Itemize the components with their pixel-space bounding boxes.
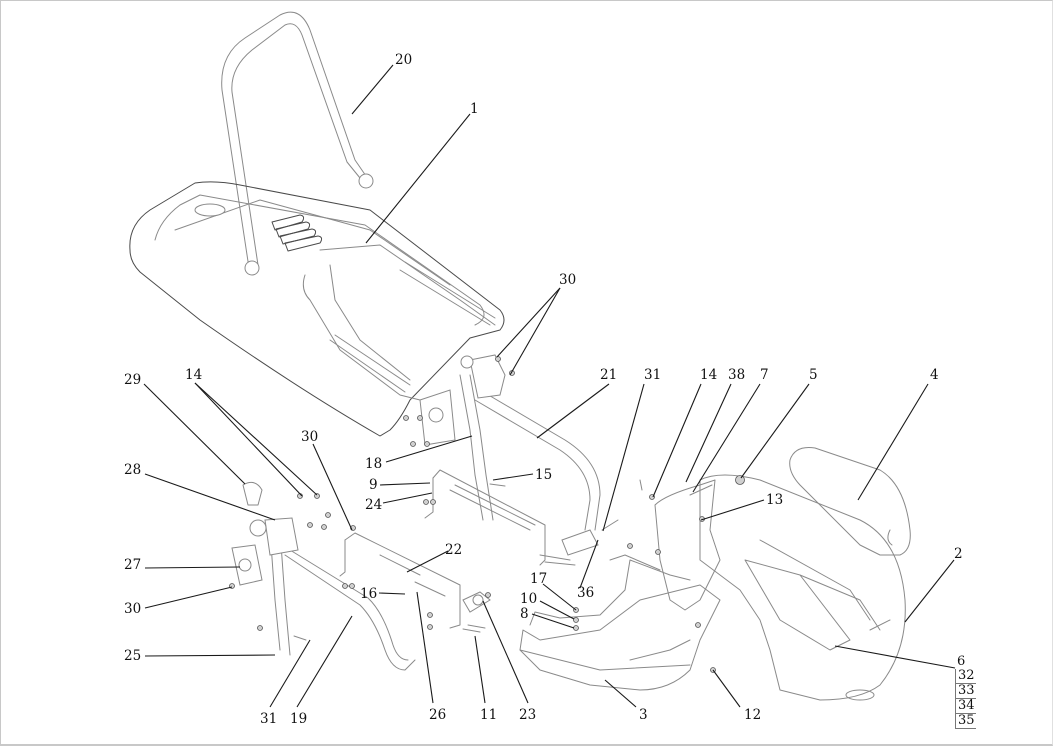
callout-28: 28 <box>124 462 141 478</box>
callout-14-right: 14 <box>700 367 717 383</box>
callout-3: 3 <box>639 707 648 723</box>
callout-2: 2 <box>954 546 963 562</box>
callout-14-left: 14 <box>185 367 202 383</box>
callout-30-low: 30 <box>124 601 141 617</box>
callout-15: 15 <box>535 467 552 483</box>
callout-38: 38 <box>728 367 745 383</box>
seat-cover <box>789 447 911 556</box>
callout-9: 9 <box>369 477 378 493</box>
callout-32: 32 <box>955 669 976 684</box>
bracket-24 <box>424 469 546 566</box>
callout-29: 29 <box>124 372 141 388</box>
callout-12: 12 <box>744 707 761 723</box>
support-frame <box>419 354 601 531</box>
callout-21: 21 <box>600 367 617 383</box>
foot-deck <box>519 554 721 691</box>
hardware <box>229 356 745 673</box>
bracket-36 <box>539 529 599 566</box>
callout-18: 18 <box>365 456 382 472</box>
callout-24: 24 <box>365 497 382 513</box>
callout-7: 7 <box>760 367 769 383</box>
leader-lines <box>143 64 956 708</box>
callout-labels: 20 1 30 29 14 30 28 18 9 24 15 21 31 14 … <box>124 52 963 727</box>
roll-bar <box>221 11 374 276</box>
callout-16: 16 <box>360 586 377 602</box>
callout-36: 36 <box>577 585 594 601</box>
callout-11: 11 <box>480 707 497 723</box>
callout-5: 5 <box>809 367 818 383</box>
callout-8: 8 <box>520 606 529 622</box>
callout-31-top: 31 <box>644 367 661 383</box>
callout-23: 23 <box>519 707 536 723</box>
footrest-frame <box>231 481 416 671</box>
callout-6: 6 <box>957 654 966 669</box>
callout-25: 25 <box>124 648 141 664</box>
callout-27: 27 <box>124 557 141 573</box>
callout-10: 10 <box>520 591 537 607</box>
callout-20: 20 <box>395 52 412 68</box>
callout-13: 13 <box>766 492 783 508</box>
callout-35: 35 <box>955 714 976 729</box>
callout-26: 26 <box>429 707 446 723</box>
callout-4: 4 <box>930 367 939 383</box>
grouped-callout-6: 6 32 33 34 35 <box>955 655 976 729</box>
callout-33: 33 <box>955 684 976 699</box>
callout-22: 22 <box>445 542 462 558</box>
callout-30-top: 30 <box>559 272 576 288</box>
callout-19: 19 <box>290 711 307 727</box>
callout-1: 1 <box>470 101 479 117</box>
callout-31-bottom: 31 <box>260 711 277 727</box>
callout-34: 34 <box>955 699 976 714</box>
callout-17: 17 <box>530 571 547 587</box>
callout-30-mid: 30 <box>301 429 318 445</box>
seat-pan-body <box>129 181 505 437</box>
rear-body-fender <box>699 474 906 701</box>
side-panel <box>654 479 721 611</box>
bracket-22 <box>339 532 461 629</box>
bracket-23 <box>462 591 491 613</box>
